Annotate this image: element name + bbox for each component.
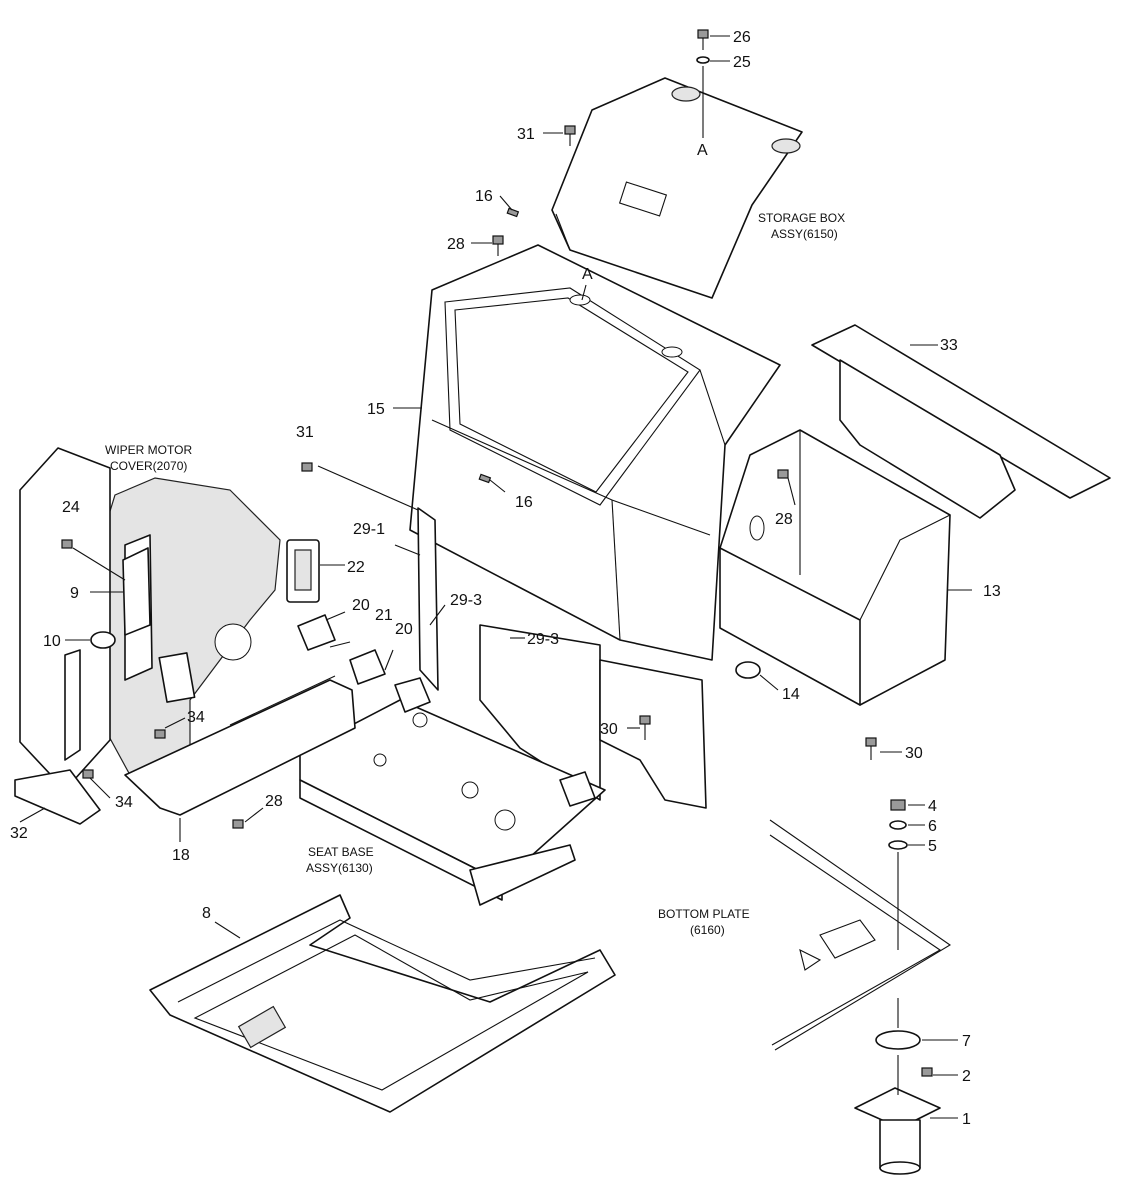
- callout-labels: 26 25 31 A 16 28 A 15 33 31 16 24 9 22 2…: [10, 29, 1001, 1128]
- callout-10: 10: [43, 633, 61, 650]
- callout-29-3-left: 29-3: [450, 592, 482, 609]
- callout-9: 9: [70, 585, 79, 602]
- callout-30-right: 30: [905, 745, 923, 762]
- callout-16-top: 16: [475, 188, 493, 205]
- callout-20-upper: 20: [352, 597, 370, 614]
- floor-mat-8: [149, 894, 616, 1113]
- callout-28-top: 28: [447, 236, 465, 253]
- callout-A-top: A: [697, 142, 708, 159]
- callout-13: 13: [983, 583, 1001, 600]
- caption-seat-base-line1: SEAT BASE: [308, 845, 374, 859]
- caption-seat-base-line2: ASSY(6130): [306, 861, 373, 875]
- callout-14: 14: [782, 686, 800, 703]
- callout-20-lower: 20: [395, 621, 413, 638]
- callout-16-lower: 16: [515, 494, 533, 511]
- callout-5: 5: [928, 838, 937, 855]
- callout-28-lower: 28: [265, 793, 283, 810]
- bottom-plate: [769, 819, 952, 1051]
- callout-22: 22: [347, 559, 365, 576]
- callout-4: 4: [928, 798, 937, 815]
- callout-7: 7: [962, 1033, 971, 1050]
- callout-18: 18: [172, 847, 190, 864]
- callout-31-top: 31: [517, 126, 535, 143]
- callout-8: 8: [202, 905, 211, 922]
- partition-plates: [417, 507, 707, 809]
- callout-34-upper: 34: [187, 709, 205, 726]
- callout-28-box: 28: [775, 511, 793, 528]
- callout-30-left: 30: [600, 721, 618, 738]
- callout-1: 1: [962, 1111, 971, 1128]
- rail-18: [124, 675, 356, 816]
- caption-wiper-line2: COVER(2070): [110, 459, 187, 473]
- bracket-33: [811, 324, 1111, 519]
- assembly-captions: STORAGE BOX ASSY(6150) WIPER MOTOR COVER…: [105, 211, 845, 937]
- callout-34-lower: 34: [115, 794, 133, 811]
- callout-26: 26: [733, 29, 751, 46]
- storage-box-lid: [551, 77, 803, 299]
- callout-32: 32: [10, 825, 28, 842]
- callout-15: 15: [367, 401, 385, 418]
- callout-A-panel: A: [582, 266, 593, 283]
- callout-29-1: 29-1: [353, 521, 385, 538]
- caption-wiper-line1: WIPER MOTOR: [105, 443, 192, 457]
- caption-storage-box-line1: STORAGE BOX: [758, 211, 845, 225]
- side-bracket-32: [14, 447, 111, 825]
- callout-29-3-right: 29-3: [527, 631, 559, 648]
- storage-box-13: [719, 429, 951, 706]
- callout-31-left: 31: [296, 424, 314, 441]
- small-parts: [61, 29, 941, 1175]
- caption-bottom-plate-line2: (6160): [690, 923, 725, 937]
- callout-25: 25: [733, 54, 751, 71]
- callout-24: 24: [62, 499, 80, 516]
- seat-base-assembly: [299, 677, 606, 906]
- caption-storage-box-line2: ASSY(6150): [771, 227, 838, 241]
- callout-2: 2: [962, 1068, 971, 1085]
- callout-21: 21: [375, 607, 393, 624]
- caption-bottom-plate-line1: BOTTOM PLATE: [658, 907, 750, 921]
- callout-leaders: [19, 35, 972, 1119]
- callout-33: 33: [940, 337, 958, 354]
- callout-6: 6: [928, 818, 937, 835]
- cabin-rear-panel: [409, 244, 781, 661]
